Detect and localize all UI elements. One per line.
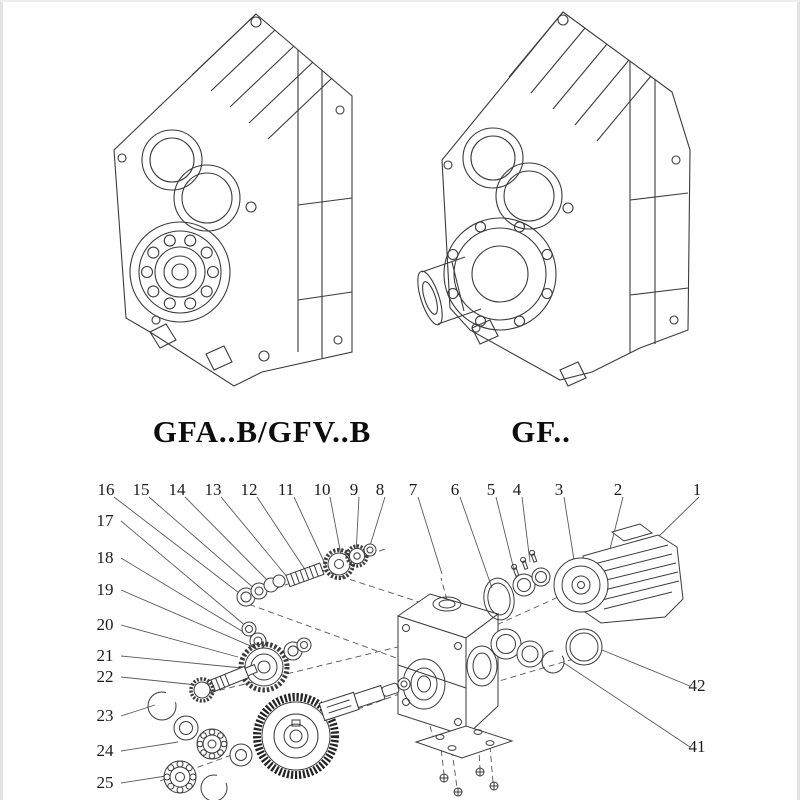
- seal-rings-right: [490, 628, 603, 674]
- output-shaft-stub: [417, 256, 482, 326]
- input-spline-shaft: [285, 562, 325, 588]
- output-gear: [253, 693, 339, 779]
- gearbox-housing: [396, 593, 500, 738]
- exploded-diagram: [113, 496, 700, 800]
- model-label-gf: GF..: [511, 414, 571, 449]
- output-shaft: [318, 677, 411, 722]
- page-edge-top: [0, 0, 800, 2]
- pinion-shaft: [189, 663, 258, 703]
- intermediate-shaft-parts: [189, 621, 312, 703]
- leader-lines: [113, 496, 700, 784]
- output-bearing: [129, 221, 231, 323]
- input-shaft-parts: [236, 543, 377, 607]
- page-edge-right: [797, 0, 800, 800]
- mounting-plate: [414, 725, 514, 797]
- gearbox-gfab-drawing: [113, 13, 353, 387]
- motor-assembly: [553, 523, 684, 624]
- plate-bolts: [439, 767, 499, 797]
- output-flange: [443, 217, 557, 331]
- model-label-gfab: GFA..B/GFV..B: [152, 414, 372, 449]
- gasket-and-fasteners: [483, 549, 551, 621]
- page-edge-left: [0, 0, 3, 800]
- bearing-parts-bottom-left: [147, 691, 253, 800]
- gearbox-gf-drawing: [417, 11, 691, 387]
